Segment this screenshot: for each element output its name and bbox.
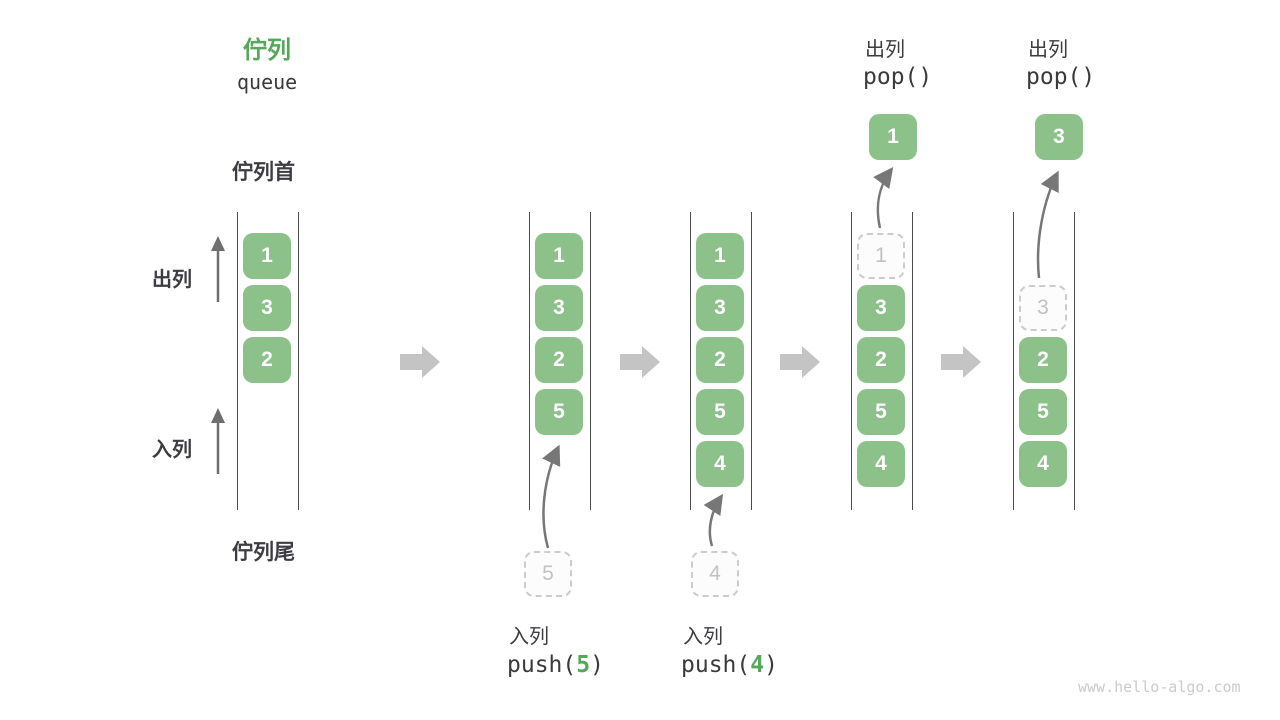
queue-item: 2 xyxy=(243,337,291,383)
diagram-title-en: queue xyxy=(237,70,298,94)
queue-item: 4 xyxy=(1019,441,1067,487)
dequeue-op-label: 出列 xyxy=(1028,39,1068,61)
queue-item: 5 xyxy=(696,389,744,435)
queue-container-1 xyxy=(237,212,299,510)
enqueue-op-code: push(4) xyxy=(681,652,778,678)
code-text: ) xyxy=(590,652,604,678)
queue-front-label: 佇列首 xyxy=(232,161,295,184)
queue-item: 3 xyxy=(535,285,583,331)
removed-item-slot: 3 xyxy=(1019,285,1067,331)
dequeue-op-label: 出列 xyxy=(865,39,905,61)
enqueue-arrow-icon xyxy=(542,444,561,549)
queue-item: 5 xyxy=(857,389,905,435)
queue-container-2 xyxy=(529,212,591,510)
removed-item-slot: 1 xyxy=(857,233,905,279)
step-arrow-icon xyxy=(941,346,981,378)
queue-item: 2 xyxy=(696,337,744,383)
dequeue-arrow-icon xyxy=(873,166,894,229)
enqueue-side-label: 入列 xyxy=(152,439,192,461)
code-text: push( xyxy=(507,652,577,678)
dequeue-op-code: pop() xyxy=(863,64,933,90)
queue-item: 1 xyxy=(696,233,744,279)
code-arg: 5 xyxy=(576,652,591,678)
popped-item-box: 1 xyxy=(869,114,917,160)
queue-container-3 xyxy=(690,212,752,510)
queue-item: 5 xyxy=(535,389,583,435)
queue-item: 3 xyxy=(857,285,905,331)
enqueue-op-label: 入列 xyxy=(509,626,549,648)
code-text: push( xyxy=(681,652,751,678)
queue-item: 2 xyxy=(857,337,905,383)
enqueue-arrow-icon xyxy=(703,493,724,547)
popped-item-box: 3 xyxy=(1035,114,1083,160)
queue-container-4 xyxy=(851,212,913,510)
code-arg: 4 xyxy=(750,652,765,678)
up-arrow-icon xyxy=(211,408,225,474)
step-arrow-icon xyxy=(620,346,660,378)
queue-container-5 xyxy=(1013,212,1075,510)
code-text: ) xyxy=(764,652,778,678)
dequeue-arrow-icon xyxy=(1036,170,1059,279)
queue-rear-label: 佇列尾 xyxy=(232,541,295,564)
queue-item: 1 xyxy=(535,233,583,279)
incoming-item-box: 4 xyxy=(691,551,739,597)
queue-item: 4 xyxy=(857,441,905,487)
dequeue-op-code: pop() xyxy=(1026,64,1096,90)
queue-item: 2 xyxy=(1019,337,1067,383)
queue-item: 2 xyxy=(535,337,583,383)
diagram-title-zh: 佇列 xyxy=(243,37,291,64)
watermark: www.hello-algo.com xyxy=(1078,678,1241,696)
up-arrow-icon xyxy=(211,236,225,302)
queue-item: 1 xyxy=(243,233,291,279)
step-arrow-icon xyxy=(400,346,440,378)
incoming-item-box: 5 xyxy=(524,551,572,597)
dequeue-side-label: 出列 xyxy=(152,269,192,291)
enqueue-op-code: push(5) xyxy=(507,652,604,678)
queue-item: 5 xyxy=(1019,389,1067,435)
step-arrow-icon xyxy=(780,346,820,378)
queue-item: 4 xyxy=(696,441,744,487)
queue-item: 3 xyxy=(696,285,744,331)
enqueue-op-label: 入列 xyxy=(683,626,723,648)
queue-item: 3 xyxy=(243,285,291,331)
